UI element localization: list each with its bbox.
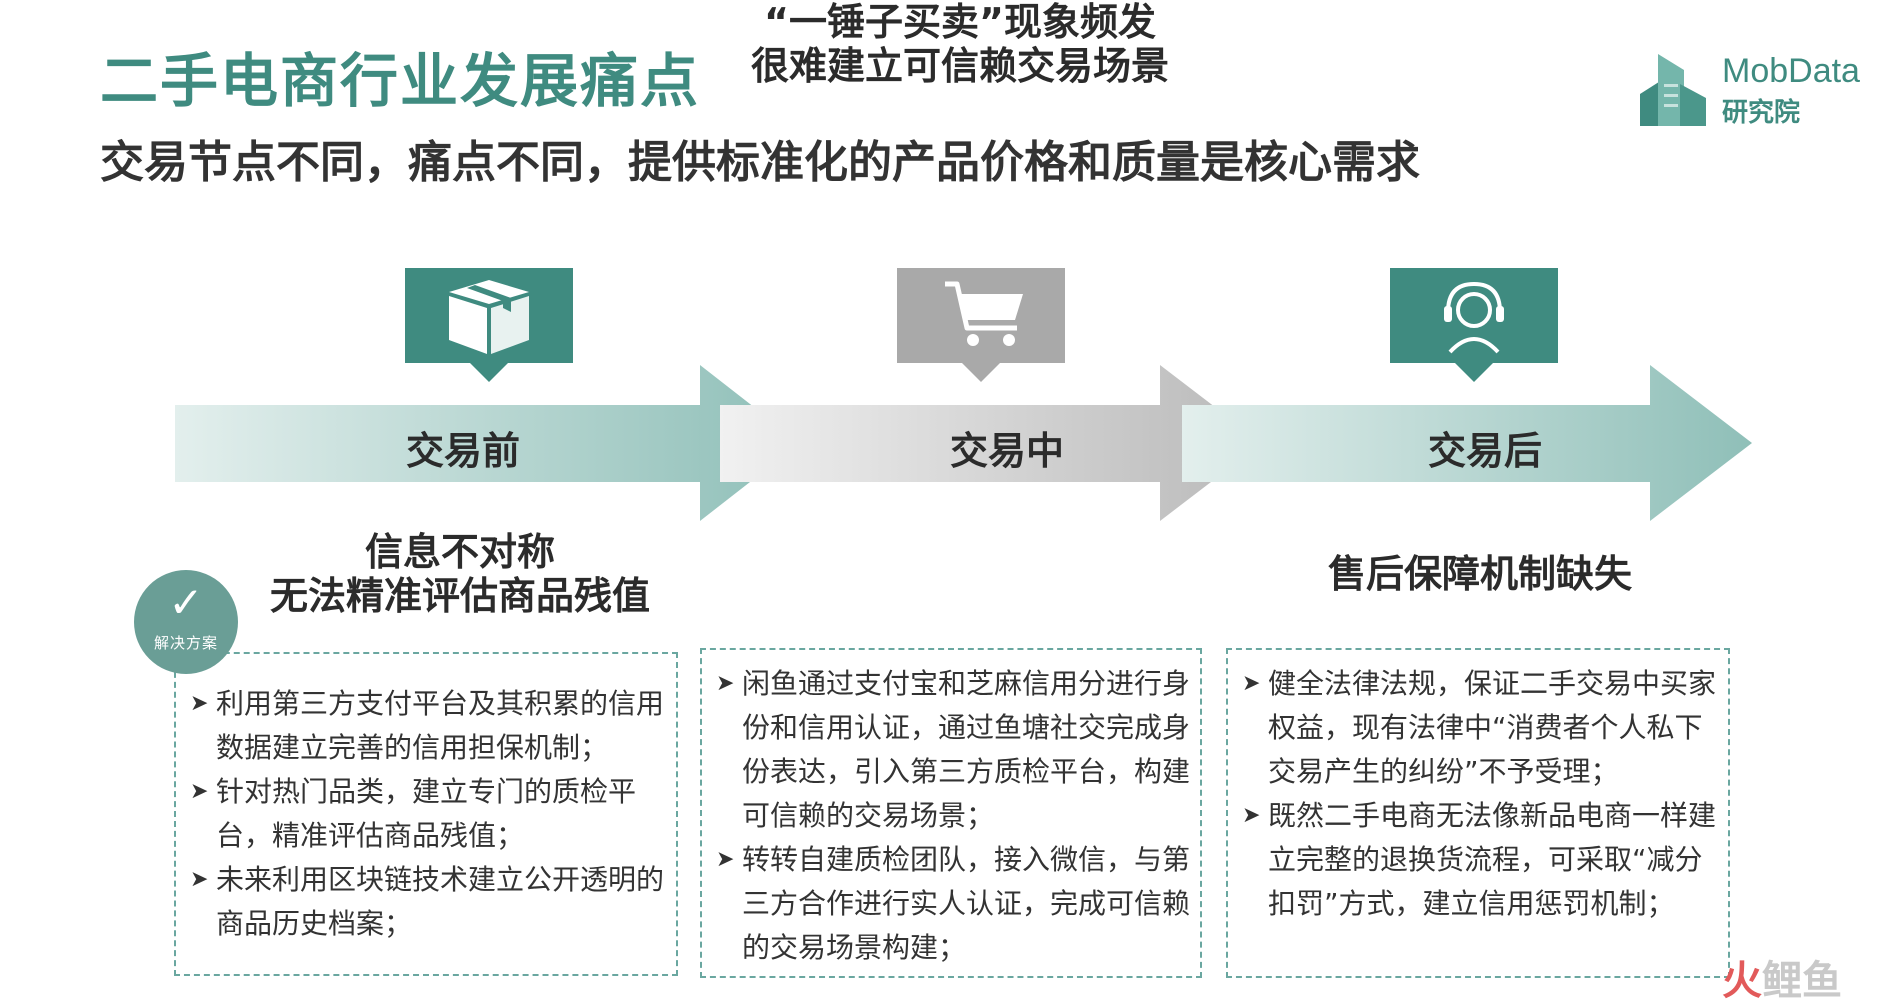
solution-badge: ✓ 解决方案	[134, 570, 238, 674]
solution-box-after: 健全法律法规，保证二手交易中买家权益，现有法律中“消费者个人私下交易产生的纠纷”…	[1226, 648, 1730, 978]
arrow-before	[175, 365, 800, 521]
page-title: 二手电商行业发展痛点	[100, 47, 701, 115]
solution-box-during: 闲鱼通过支付宝和芝麻信用分进行身份和信用认证，通过鱼塘社交完成身份表达，引入第三…	[700, 648, 1202, 978]
arrow-during	[720, 365, 1262, 521]
package-box-icon	[449, 280, 529, 354]
pain-line: 信息不对称	[364, 530, 555, 574]
shopping-cart-icon	[945, 281, 1023, 346]
pain-point-during: “一锤子买卖”现象频发 很难建立可信赖交易场景	[720, 0, 1200, 88]
solution-item: 转转自建质检团队，接入微信，与第三方合作进行实人认证，完成可信赖的交易场景构建；	[716, 838, 1192, 970]
stage-after-icon-box	[1390, 268, 1558, 382]
stage-label-during: 交易中	[950, 429, 1065, 473]
pain-point-before: 信息不对称 无法精准评估商品残值	[240, 530, 680, 618]
arrow-after	[1182, 365, 1752, 521]
solution-badge-label: 解决方案	[153, 634, 218, 652]
pain-line: “一锤子买卖”现象频发	[764, 0, 1156, 44]
customer-service-headset-icon	[1444, 281, 1504, 354]
solution-item: 未来利用区块链技术建立公开透明的商品历史档案；	[190, 858, 666, 946]
building-logo-icon	[1640, 54, 1706, 126]
checkmark-icon: ✓	[168, 578, 204, 627]
pain-line: 很难建立可信赖交易场景	[750, 44, 1169, 88]
watermark-part1: 火	[1722, 958, 1762, 1004]
solution-item: 既然二手电商无法像新品电商一样建立完整的退换货流程，可采取“减分扣罚”方式，建立…	[1242, 794, 1718, 926]
stage-before-icon-box	[405, 268, 573, 382]
mobdata-logo: MobData 研究院	[1636, 50, 1866, 130]
pain-line: 无法精准评估商品残值	[269, 574, 650, 618]
stage-during-icon-box	[897, 268, 1065, 382]
watermark: 火鲤鱼	[1722, 948, 1842, 1006]
pain-line: 售后保障机制缺失	[1327, 552, 1632, 596]
solution-item: 利用第三方支付平台及其积累的信用数据建立完善的信用担保机制；	[190, 682, 666, 770]
pain-point-after: 售后保障机制缺失	[1240, 552, 1720, 596]
stage-label-before: 交易前	[406, 429, 521, 473]
watermark-part2: 鲤鱼	[1762, 958, 1842, 1004]
solution-box-before: 利用第三方支付平台及其积累的信用数据建立完善的信用担保机制； 针对热门品类，建立…	[174, 652, 678, 976]
logo-brand-text: MobData	[1722, 52, 1860, 90]
page-subtitle: 交易节点不同，痛点不同，提供标准化的产品价格和质量是核心需求	[100, 137, 1420, 188]
solution-item: 健全法律法规，保证二手交易中买家权益，现有法律中“消费者个人私下交易产生的纠纷”…	[1242, 662, 1718, 794]
stage-label-after: 交易后	[1428, 429, 1543, 473]
solution-item: 针对热门品类，建立专门的质检平台，精准评估商品残值；	[190, 770, 666, 858]
logo-sub-text: 研究院	[1722, 98, 1801, 128]
solution-item: 闲鱼通过支付宝和芝麻信用分进行身份和信用认证，通过鱼塘社交完成身份表达，引入第三…	[716, 662, 1192, 838]
